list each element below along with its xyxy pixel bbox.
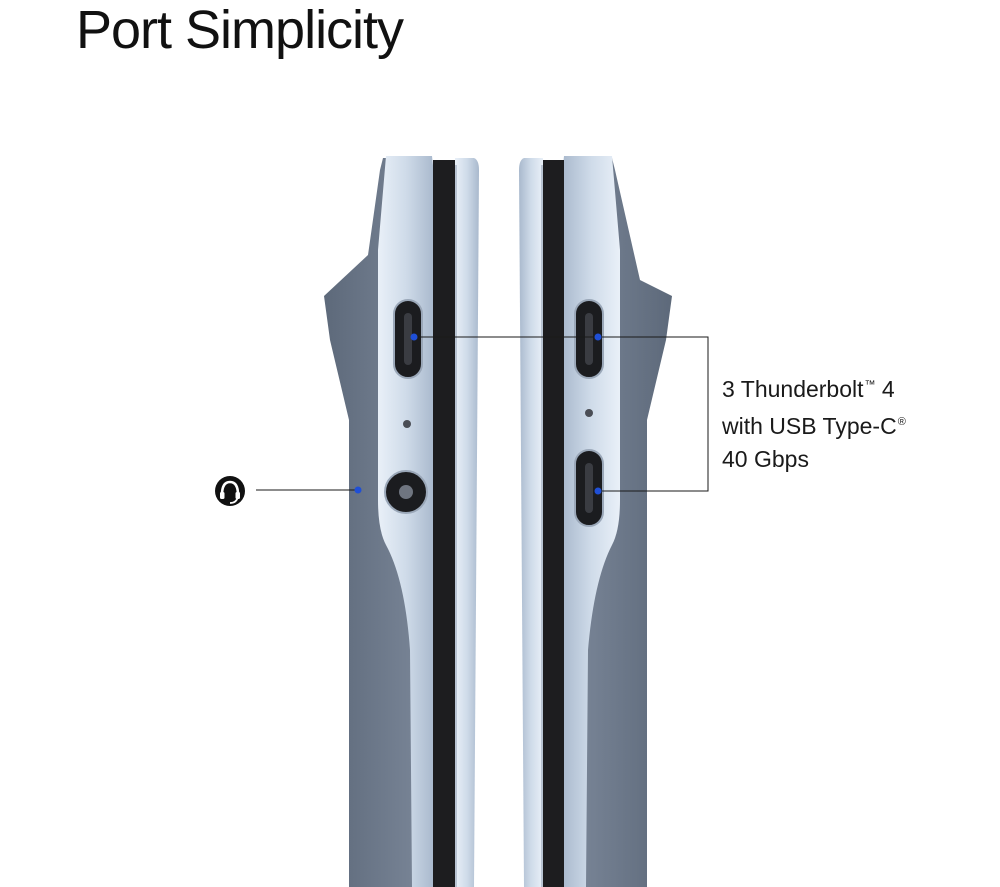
headset-icon [215,476,245,506]
left-lid-edge [455,158,479,887]
left-laptop-side [324,156,479,887]
right-status-led [585,409,593,417]
left-display-bezel [433,160,455,887]
thunderbolt-label-line2: with USB Type-C® [722,413,906,439]
thunderbolt-label-line1: 3 Thunderbolt™ 4 [722,376,895,402]
right-lid-edge [519,158,543,887]
callout-lines [256,336,709,492]
thunderbolt-label-line3: 40 Gbps [722,446,809,472]
callout-dots [354,333,602,495]
thunderbolt-callout-label: 3 Thunderbolt™ 4 with USB Type-C® 40 Gbp… [722,369,906,476]
right-display-bezel [543,160,564,887]
right-laptop-side [519,156,672,887]
page-title: Port Simplicity [76,0,404,60]
left-status-led [403,420,411,428]
